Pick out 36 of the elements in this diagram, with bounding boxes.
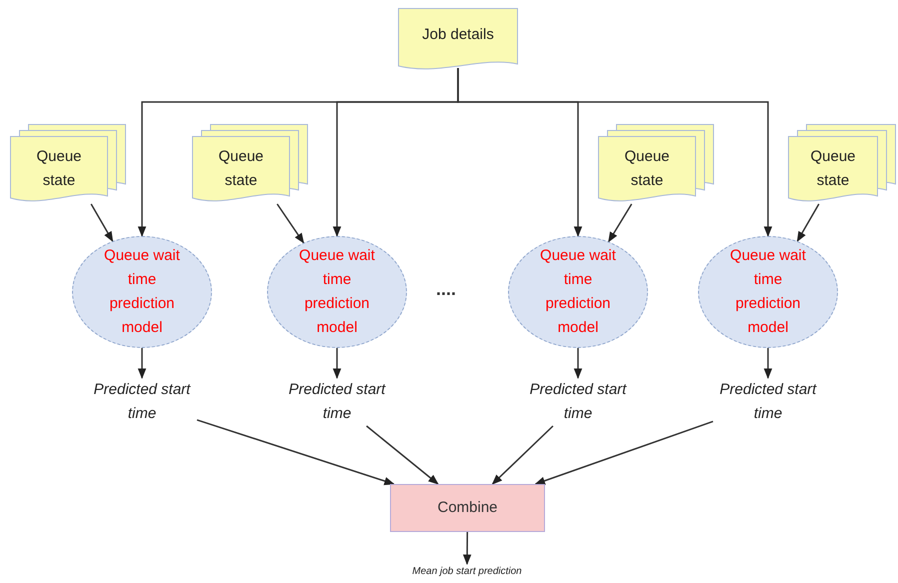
output-label: Predicted start time xyxy=(523,378,633,426)
arrow xyxy=(196,419,395,486)
arrow xyxy=(457,68,772,238)
document-shape xyxy=(398,8,518,72)
document-label: Queue state xyxy=(623,147,671,191)
model-label: Queue wait time prediction model xyxy=(729,246,807,338)
output-label: Predicted start time xyxy=(282,378,392,426)
arrow xyxy=(492,425,554,485)
arrow xyxy=(534,420,714,485)
arrow xyxy=(574,348,582,380)
arrow xyxy=(366,425,439,485)
arrow xyxy=(138,348,146,380)
output-label: Predicted start time xyxy=(713,378,823,426)
arrow xyxy=(276,204,304,244)
model-label: Queue wait time prediction model xyxy=(103,246,181,338)
output-label: Predicted start time xyxy=(87,378,197,426)
process-box xyxy=(390,484,545,532)
arrow xyxy=(796,204,820,242)
document-stack xyxy=(192,124,308,204)
process-label: Combine xyxy=(437,498,498,518)
arrow xyxy=(462,532,472,566)
document-label: Job details xyxy=(422,25,494,45)
arrow xyxy=(332,348,342,380)
document-label: Queue state xyxy=(809,147,857,191)
document-label: Queue state xyxy=(217,147,265,191)
document-stack xyxy=(10,124,126,204)
ellipsis-label: .... xyxy=(436,278,456,301)
model-label: Queue wait time prediction model xyxy=(298,246,376,338)
arrow xyxy=(90,204,114,242)
model-label: Queue wait time prediction model xyxy=(539,246,617,338)
document-label: Queue state xyxy=(35,147,83,191)
document-stack xyxy=(788,124,896,204)
arrow xyxy=(608,204,632,243)
document-stack xyxy=(598,124,714,204)
arrow xyxy=(764,348,772,380)
output-label: Mean job start prediction xyxy=(367,564,567,582)
